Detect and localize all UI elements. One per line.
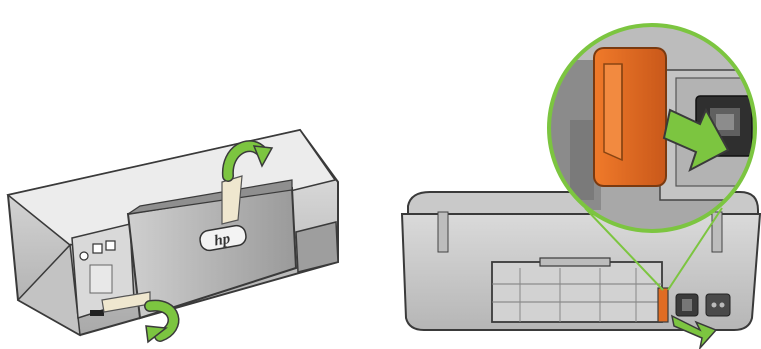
power-socket: [706, 294, 730, 316]
usb-port: [90, 310, 104, 316]
status-lights: [90, 265, 112, 293]
printer-front-illustration: hp: [8, 130, 338, 342]
power-button: [80, 252, 88, 260]
orange-tab-small: [658, 288, 668, 322]
cancel-button: [93, 244, 102, 253]
orange-release-tab: [594, 48, 666, 186]
resume-button: [106, 241, 115, 250]
svg-text:hp: hp: [213, 231, 232, 250]
curved-arrow-icon: [146, 306, 173, 342]
rear-access-door: [492, 258, 662, 322]
